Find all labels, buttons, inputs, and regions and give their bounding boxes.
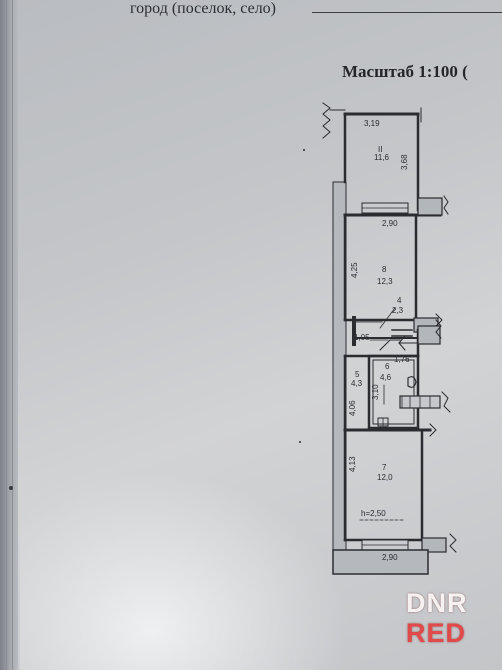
room-6-area: 4,6 xyxy=(380,373,392,382)
wall-pillar-ii xyxy=(417,197,443,216)
watermark-logo: DNR RED xyxy=(406,588,490,658)
room-4-number: 4 xyxy=(397,296,402,305)
room-7-area: 12,0 xyxy=(377,473,393,482)
scale-title: Масштаб 1:100 ( xyxy=(342,62,468,81)
hatch-top-left xyxy=(322,102,331,139)
room-7-ceiling-height: h=2,50 xyxy=(361,509,386,518)
watermark-line-2: RED xyxy=(406,618,467,648)
room-6-width: 1,76 xyxy=(394,355,410,364)
room-4-area: 2,3 xyxy=(392,306,404,315)
room-8-number: 8 xyxy=(382,265,387,274)
room-ii-number: II xyxy=(378,145,382,154)
binding-line xyxy=(12,0,13,670)
corridor-stair-mark xyxy=(379,339,401,351)
room-5-height: 4,06 xyxy=(348,400,357,416)
room-7-number: 7 xyxy=(382,463,387,472)
room-5-area: 4,3 xyxy=(351,379,363,388)
locality-field-underline xyxy=(312,12,502,13)
room-7-height: 4,13 xyxy=(348,456,357,472)
room-6-number: 6 xyxy=(385,362,390,371)
room-ii-height: 3,68 xyxy=(400,154,409,170)
toilet-icon xyxy=(407,376,417,388)
room-4-width: 1,05 xyxy=(354,333,370,342)
light-glare xyxy=(20,470,350,670)
binding-line xyxy=(6,0,7,670)
room-6-outline xyxy=(367,354,420,430)
locality-field-label: город (поселок, село) xyxy=(130,0,276,17)
room-7-width: 2,90 xyxy=(382,553,398,562)
watermark-line-1: DNR xyxy=(406,588,468,618)
room-ii-width: 3,19 xyxy=(364,119,380,128)
room-8-height: 4,25 xyxy=(350,262,359,278)
room-8-area: 12,3 xyxy=(377,277,393,286)
room-ii-area: 11,6 xyxy=(374,153,390,162)
room-6-height: 3,10 xyxy=(371,384,380,400)
room-5-number: 5 xyxy=(355,370,360,379)
page-binding-edge xyxy=(0,0,18,670)
room-8-width: 2,90 xyxy=(382,219,398,228)
